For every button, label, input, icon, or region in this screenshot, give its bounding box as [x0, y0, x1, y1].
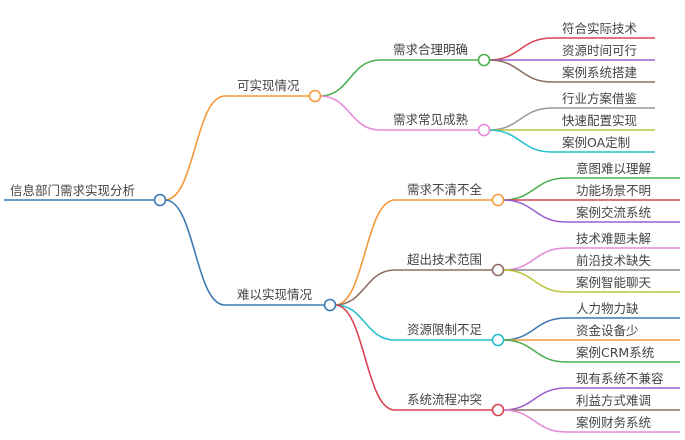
subbranch-node-label[interactable]: 需求合理明确: [393, 42, 468, 57]
root-node-label[interactable]: 信息部门需求实现分析: [10, 183, 135, 198]
leaf-node-label[interactable]: 技术难题未解: [576, 231, 651, 246]
collapse-toggle[interactable]: [477, 123, 491, 137]
connector: [502, 387, 567, 411]
subbranch-node-label[interactable]: 系统流程冲突: [407, 392, 482, 407]
connector: [502, 409, 567, 433]
connector: [502, 199, 567, 223]
branch-node-label[interactable]: 可实现情况: [237, 78, 300, 93]
collapse-toggle[interactable]: [153, 193, 167, 207]
connector: [502, 269, 567, 293]
leaf-node-label[interactable]: 意图难以理解: [576, 161, 651, 176]
subbranch-node-label[interactable]: 资源限制不足: [407, 322, 483, 337]
branch-node-label[interactable]: 难以实现情况: [237, 287, 313, 302]
collapse-toggle[interactable]: [491, 333, 505, 347]
leaf-node-label[interactable]: 资源时间可行: [562, 43, 637, 58]
subbranch-node-label[interactable]: 需求不清不全: [407, 182, 483, 197]
connector: [164, 199, 226, 306]
collapse-toggle[interactable]: [308, 89, 322, 103]
collapse-toggle[interactable]: [323, 298, 337, 312]
connector: [334, 304, 396, 341]
leaf-node-label[interactable]: 现有系统不兼容: [576, 371, 664, 386]
leaf-node-label[interactable]: 快速配置实现: [562, 113, 637, 128]
leaf-node-label[interactable]: 人力物力缺: [576, 301, 639, 316]
subbranch-node-label[interactable]: 超出技术范围: [407, 252, 482, 267]
leaf-node-label[interactable]: 案例OA定制: [562, 135, 630, 150]
leaf-node-label[interactable]: 案例CRM系统: [576, 345, 654, 360]
connector: [502, 247, 567, 271]
collapse-toggle[interactable]: [491, 263, 505, 277]
leaf-node-label[interactable]: 资金设备少: [576, 323, 639, 338]
collapse-toggle[interactable]: [491, 403, 505, 417]
leaf-node-label[interactable]: 符合实际技术: [562, 21, 638, 36]
connector: [334, 199, 396, 306]
leaf-node-label[interactable]: 案例交流系统: [576, 205, 651, 220]
leaf-node-label[interactable]: 案例智能聊天: [576, 275, 652, 290]
leaf-node-label[interactable]: 行业方案借鉴: [562, 91, 638, 106]
leaf-node-label[interactable]: 利益方式难调: [576, 393, 651, 408]
connector: [164, 95, 226, 201]
connector: [502, 177, 567, 201]
collapse-toggle[interactable]: [477, 53, 491, 67]
connector: [502, 339, 567, 363]
subbranch-node-label[interactable]: 需求常见成熟: [393, 112, 469, 127]
connector: [488, 107, 553, 131]
leaf-node-label[interactable]: 前沿技术缺失: [576, 253, 652, 268]
connector: [334, 304, 396, 411]
connector: [334, 269, 396, 306]
collapse-toggle[interactable]: [491, 193, 505, 207]
connector: [319, 59, 381, 97]
connector: [319, 95, 381, 131]
leaf-node-label[interactable]: 案例系统搭建: [562, 65, 638, 80]
connector: [488, 129, 553, 153]
connector: [502, 317, 567, 341]
leaf-node-label[interactable]: 功能场景不明: [576, 183, 651, 198]
leaf-node-label[interactable]: 案例财务系统: [576, 415, 651, 430]
connector: [488, 37, 553, 61]
connector: [488, 59, 553, 83]
